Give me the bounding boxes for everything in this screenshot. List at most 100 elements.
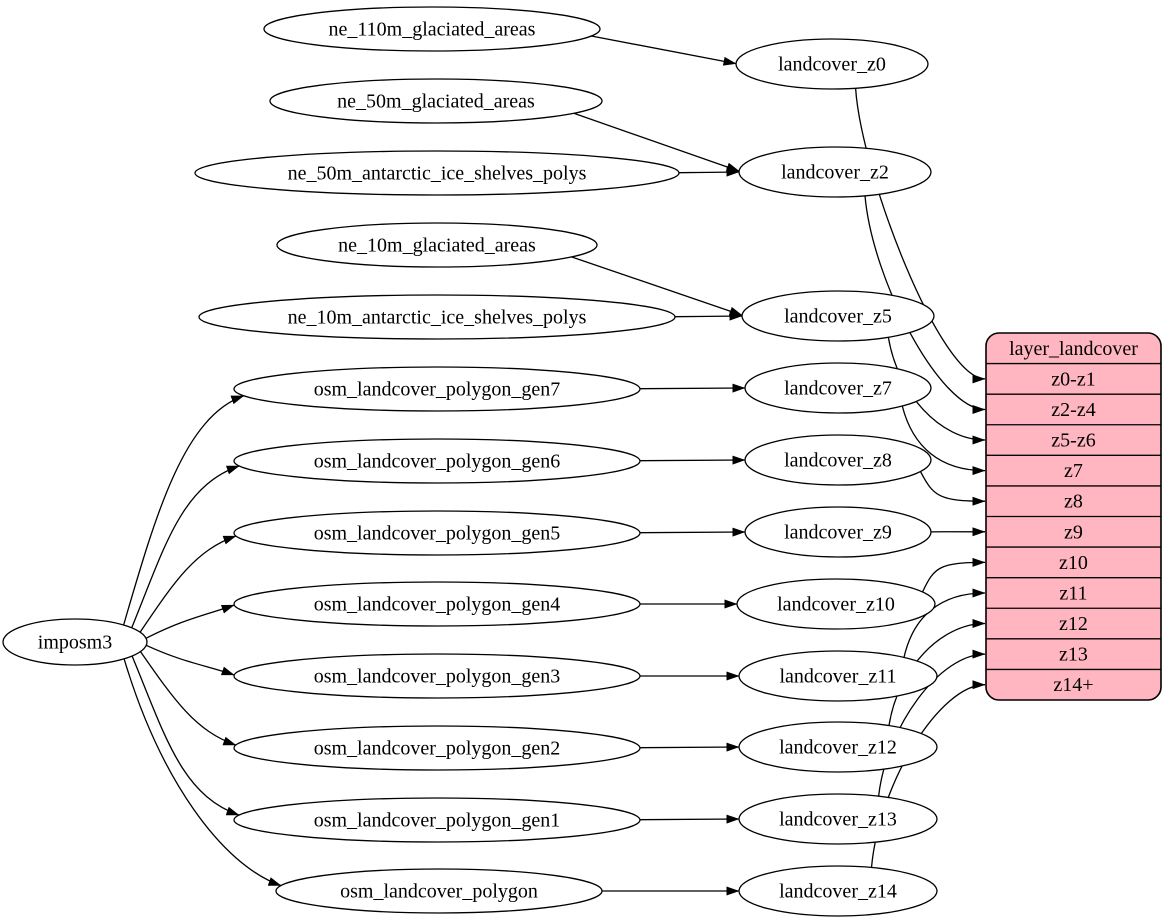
edge-imposm3-osm_landcover_polygon_gen5 <box>139 535 237 633</box>
ne_10m_glaciated_areas-ellipse <box>276 222 598 268</box>
landcover_z8-ellipse <box>744 434 932 486</box>
edge-landcover_z2-layer_landcover-z2-z4 <box>864 195 986 414</box>
osm_landcover_polygon_gen5-ellipse <box>233 510 641 556</box>
edge-osm_landcover_polygon_gen1-landcover_z13 <box>639 814 740 824</box>
layer-landcover-title: layer_landcover <box>1009 338 1138 360</box>
node-osm_landcover_polygon_gen2: osm_landcover_polygon_gen2 <box>233 725 641 771</box>
edge-imposm3-osm_landcover_polygon_gen2 <box>139 651 237 746</box>
table-row-z10: z10 <box>1059 552 1088 574</box>
node-landcover_z12: landcover_z12 <box>738 721 938 773</box>
node-landcover_z2: landcover_z2 <box>738 146 932 198</box>
edge-landcover_z5-layer_landcover-z5-z6 <box>887 337 986 445</box>
node-landcover_z7: landcover_z7 <box>744 362 932 414</box>
osm_landcover_polygon_gen3-ellipse <box>233 653 641 699</box>
node-ne_10m_glaciated_areas: ne_10m_glaciated_areas <box>276 222 598 268</box>
node-osm_landcover_polygon_gen1: osm_landcover_polygon_gen1 <box>233 797 641 843</box>
imposm3-label: imposm3 <box>38 632 112 654</box>
ne_50m_antarctic_ice_shelves_polys-ellipse <box>194 150 680 196</box>
edge-ne_110m_glaciated_areas-landcover_z0 <box>591 35 737 66</box>
node-ne_10m_antarctic_ice_shelves_polys: ne_10m_antarctic_ice_shelves_polys <box>198 294 676 340</box>
osm_landcover_polygon_gen4-label: osm_landcover_polygon_gen4 <box>314 594 561 616</box>
ne_50m_glaciated_areas-ellipse <box>269 78 603 124</box>
table-row-z5-z6: z5-z6 <box>1051 430 1095 452</box>
landcover_z9-label: landcover_z9 <box>784 522 892 544</box>
ne_110m_glaciated_areas-label: ne_110m_glaciated_areas <box>329 19 536 41</box>
node-osm_landcover_polygon_gen4: osm_landcover_polygon_gen4 <box>233 581 641 627</box>
osm_landcover_polygon_gen2-label: osm_landcover_polygon_gen2 <box>314 738 561 760</box>
table-row-z9: z9 <box>1064 521 1083 543</box>
node-osm_landcover_polygon_gen7: osm_landcover_polygon_gen7 <box>233 366 641 412</box>
node-landcover_z5: landcover_z5 <box>741 290 935 342</box>
node-osm_landcover_polygon: osm_landcover_polygon <box>275 868 603 914</box>
landcover_z2-label: landcover_z2 <box>781 162 889 184</box>
landcover_z12-label: landcover_z12 <box>779 737 897 759</box>
table-row-z11: z11 <box>1059 582 1087 604</box>
edge-osm_landcover_polygon_gen5-landcover_z9 <box>639 527 746 537</box>
node-ne_50m_antarctic_ice_shelves_polys: ne_50m_antarctic_ice_shelves_polys <box>194 150 680 196</box>
node-imposm3: imposm3 <box>2 618 148 666</box>
edge-landcover_z8-layer_landcover-z8 <box>919 471 986 506</box>
edges-layer <box>122 35 986 896</box>
osm_landcover_polygon_gen1-label: osm_landcover_polygon_gen1 <box>314 810 561 832</box>
ne_10m_glaciated_areas-label: ne_10m_glaciated_areas <box>338 235 536 257</box>
nodes-layer: imposm3 ne_110m_glaciated_areas ne_50m_gla… <box>2 6 938 917</box>
landcover_z8-label: landcover_z8 <box>784 450 892 472</box>
osm_landcover_polygon_gen5-label: osm_landcover_polygon_gen5 <box>314 523 561 545</box>
osm_landcover_polygon_gen7-ellipse <box>233 366 641 412</box>
landcover_z11-ellipse <box>738 650 938 702</box>
osm_landcover_polygon_gen6-label: osm_landcover_polygon_gen6 <box>314 451 561 473</box>
landcover_z11-label: landcover_z11 <box>780 666 897 688</box>
table-row-z13: z13 <box>1059 644 1088 666</box>
edge-ne_10m_glaciated_areas-landcover_z5 <box>571 256 743 316</box>
edge-osm_landcover_polygon_gen6-landcover_z8 <box>639 455 746 465</box>
node-landcover_z11: landcover_z11 <box>738 650 938 702</box>
node-landcover_z13: landcover_z13 <box>738 793 938 845</box>
edge-ne_50m_antarctic_ice_shelves_polys-landcover_z2 <box>678 167 740 177</box>
osm_landcover_polygon_gen3-label: osm_landcover_polygon_gen3 <box>314 666 561 688</box>
edge-imposm3-osm_landcover_polygon_gen7 <box>122 395 245 626</box>
node-landcover_z14: landcover_z14 <box>738 865 938 917</box>
table-row-z7: z7 <box>1064 460 1083 482</box>
ne_50m_antarctic_ice_shelves_polys-label: ne_50m_antarctic_ice_shelves_polys <box>288 163 587 185</box>
edge-imposm3-osm_landcover_polygon_gen6 <box>131 465 240 629</box>
landcover_z0-label: landcover_z0 <box>778 54 886 76</box>
table-row-z12: z12 <box>1059 613 1088 635</box>
landcover_z10-ellipse <box>736 578 936 630</box>
landcover_z12-ellipse <box>738 721 938 773</box>
node-osm_landcover_polygon_gen5: osm_landcover_polygon_gen5 <box>233 510 641 556</box>
table-layer: layer_landcoverz0-z1z2-z4z5-z6z7z8z9z10z… <box>985 332 1162 701</box>
landcover_z13-ellipse <box>738 793 938 845</box>
osm_landcover_polygon_gen7-label: osm_landcover_polygon_gen7 <box>314 379 561 401</box>
edge-landcover_z13-layer_landcover-z13 <box>877 649 986 797</box>
landcover_z0-ellipse <box>735 38 929 90</box>
landcover_z10-label: landcover_z10 <box>777 594 895 616</box>
osm_landcover_polygon_gen6-ellipse <box>233 438 641 484</box>
node-ne_110m_glaciated_areas: ne_110m_glaciated_areas <box>263 6 601 52</box>
edge-osm_landcover_polygon_gen7-landcover_z7 <box>639 383 746 393</box>
osm_landcover_polygon_gen2-ellipse <box>233 725 641 771</box>
node-osm_landcover_polygon_gen3: osm_landcover_polygon_gen3 <box>233 653 641 699</box>
osm_landcover_polygon-ellipse <box>275 868 603 914</box>
ne_10m_antarctic_ice_shelves_polys-label: ne_10m_antarctic_ice_shelves_polys <box>288 307 587 329</box>
landcover_z5-label: landcover_z5 <box>784 306 892 328</box>
edge-imposm3-osm_landcover_polygon_gen4 <box>145 604 235 639</box>
edge-landcover_z0-layer_landcover-z0-z1 <box>854 88 986 384</box>
edge-imposm3-osm_landcover_polygon_gen1 <box>131 655 240 816</box>
landcover_z5-ellipse <box>741 290 935 342</box>
table-row-z8: z8 <box>1064 491 1083 513</box>
ne_50m_glaciated_areas-label: ne_50m_glaciated_areas <box>337 91 535 113</box>
node-landcover_z9: landcover_z9 <box>744 506 932 558</box>
edge-landcover_z7-layer_landcover-z7 <box>901 405 986 476</box>
osm_landcover_polygon_gen4-ellipse <box>233 581 641 627</box>
edge-osm_landcover_polygon_gen2-landcover_z12 <box>639 742 740 752</box>
node-ne_50m_glaciated_areas: ne_50m_glaciated_areas <box>269 78 603 124</box>
landcover_z9-ellipse <box>744 506 932 558</box>
edge-imposm3-osm_landcover_polygon_gen3 <box>145 644 235 676</box>
landcover_z7-label: landcover_z7 <box>784 378 892 400</box>
node-landcover_z10: landcover_z10 <box>736 578 936 630</box>
osm_landcover_polygon_gen1-ellipse <box>233 797 641 843</box>
imposm3-ellipse <box>2 618 148 666</box>
landcover_z7-ellipse <box>744 362 932 414</box>
